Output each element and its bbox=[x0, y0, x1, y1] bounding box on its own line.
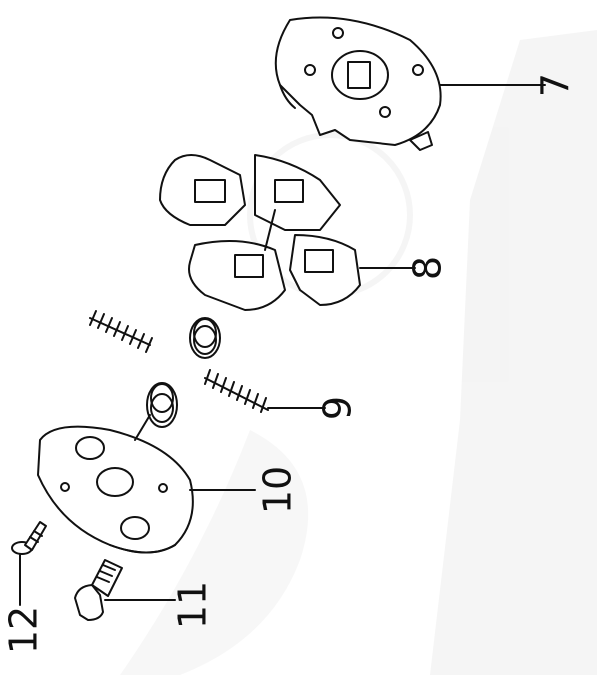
label-part-12: 12 bbox=[2, 606, 46, 654]
part-11-bolt bbox=[74, 559, 123, 621]
spring-d bbox=[204, 369, 269, 413]
part-7-clutch-plate bbox=[274, 16, 442, 151]
spring-c bbox=[146, 382, 178, 428]
part-8-clutch-shoes bbox=[159, 154, 361, 311]
watermark bbox=[120, 30, 597, 675]
leader-lines bbox=[19, 84, 546, 606]
labels: 7 8 9 10 11 12 bbox=[2, 73, 578, 654]
spring-b bbox=[189, 317, 221, 359]
label-part-8: 8 bbox=[406, 256, 450, 280]
label-part-9: 9 bbox=[316, 396, 360, 420]
spring-a bbox=[89, 310, 153, 353]
part-9-springs bbox=[89, 310, 269, 428]
part-10-plate bbox=[37, 414, 194, 554]
part-12-screw bbox=[11, 521, 47, 555]
label-part-10: 10 bbox=[256, 466, 300, 514]
label-part-11: 11 bbox=[171, 581, 215, 629]
label-part-7: 7 bbox=[534, 73, 578, 97]
